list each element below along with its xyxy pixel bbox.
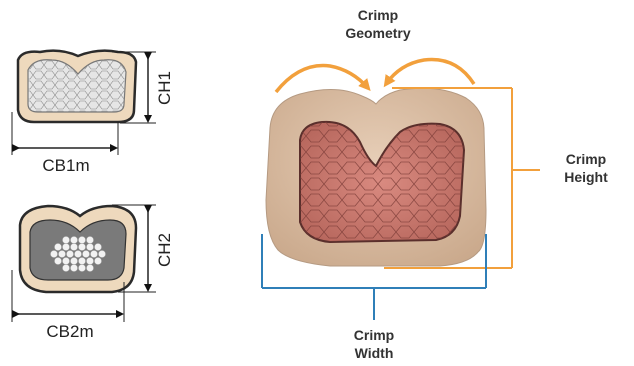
top-crimp-diagram: CH1 CB1m bbox=[12, 51, 174, 175]
height-label-line2: Height bbox=[564, 169, 608, 185]
bottom-height-label: CH2 bbox=[155, 233, 174, 267]
width-label-line2: Width bbox=[355, 345, 394, 361]
geometry-arrow-left bbox=[276, 66, 368, 92]
crimp-cross-section-image bbox=[266, 88, 486, 266]
height-label-line1: Crimp bbox=[566, 151, 606, 167]
geometry-label-line1: Crimp bbox=[358, 7, 398, 23]
bottom-crimp-diagram: CH2 CB2m bbox=[12, 205, 174, 341]
width-label-line1: Crimp bbox=[354, 327, 394, 343]
bottom-width-label: CB2m bbox=[46, 322, 93, 341]
geometry-arrow-right bbox=[386, 60, 474, 85]
geometry-label-line2: Geometry bbox=[345, 25, 411, 41]
top-height-label: CH1 bbox=[155, 71, 174, 105]
top-width-label: CB1m bbox=[42, 156, 89, 175]
